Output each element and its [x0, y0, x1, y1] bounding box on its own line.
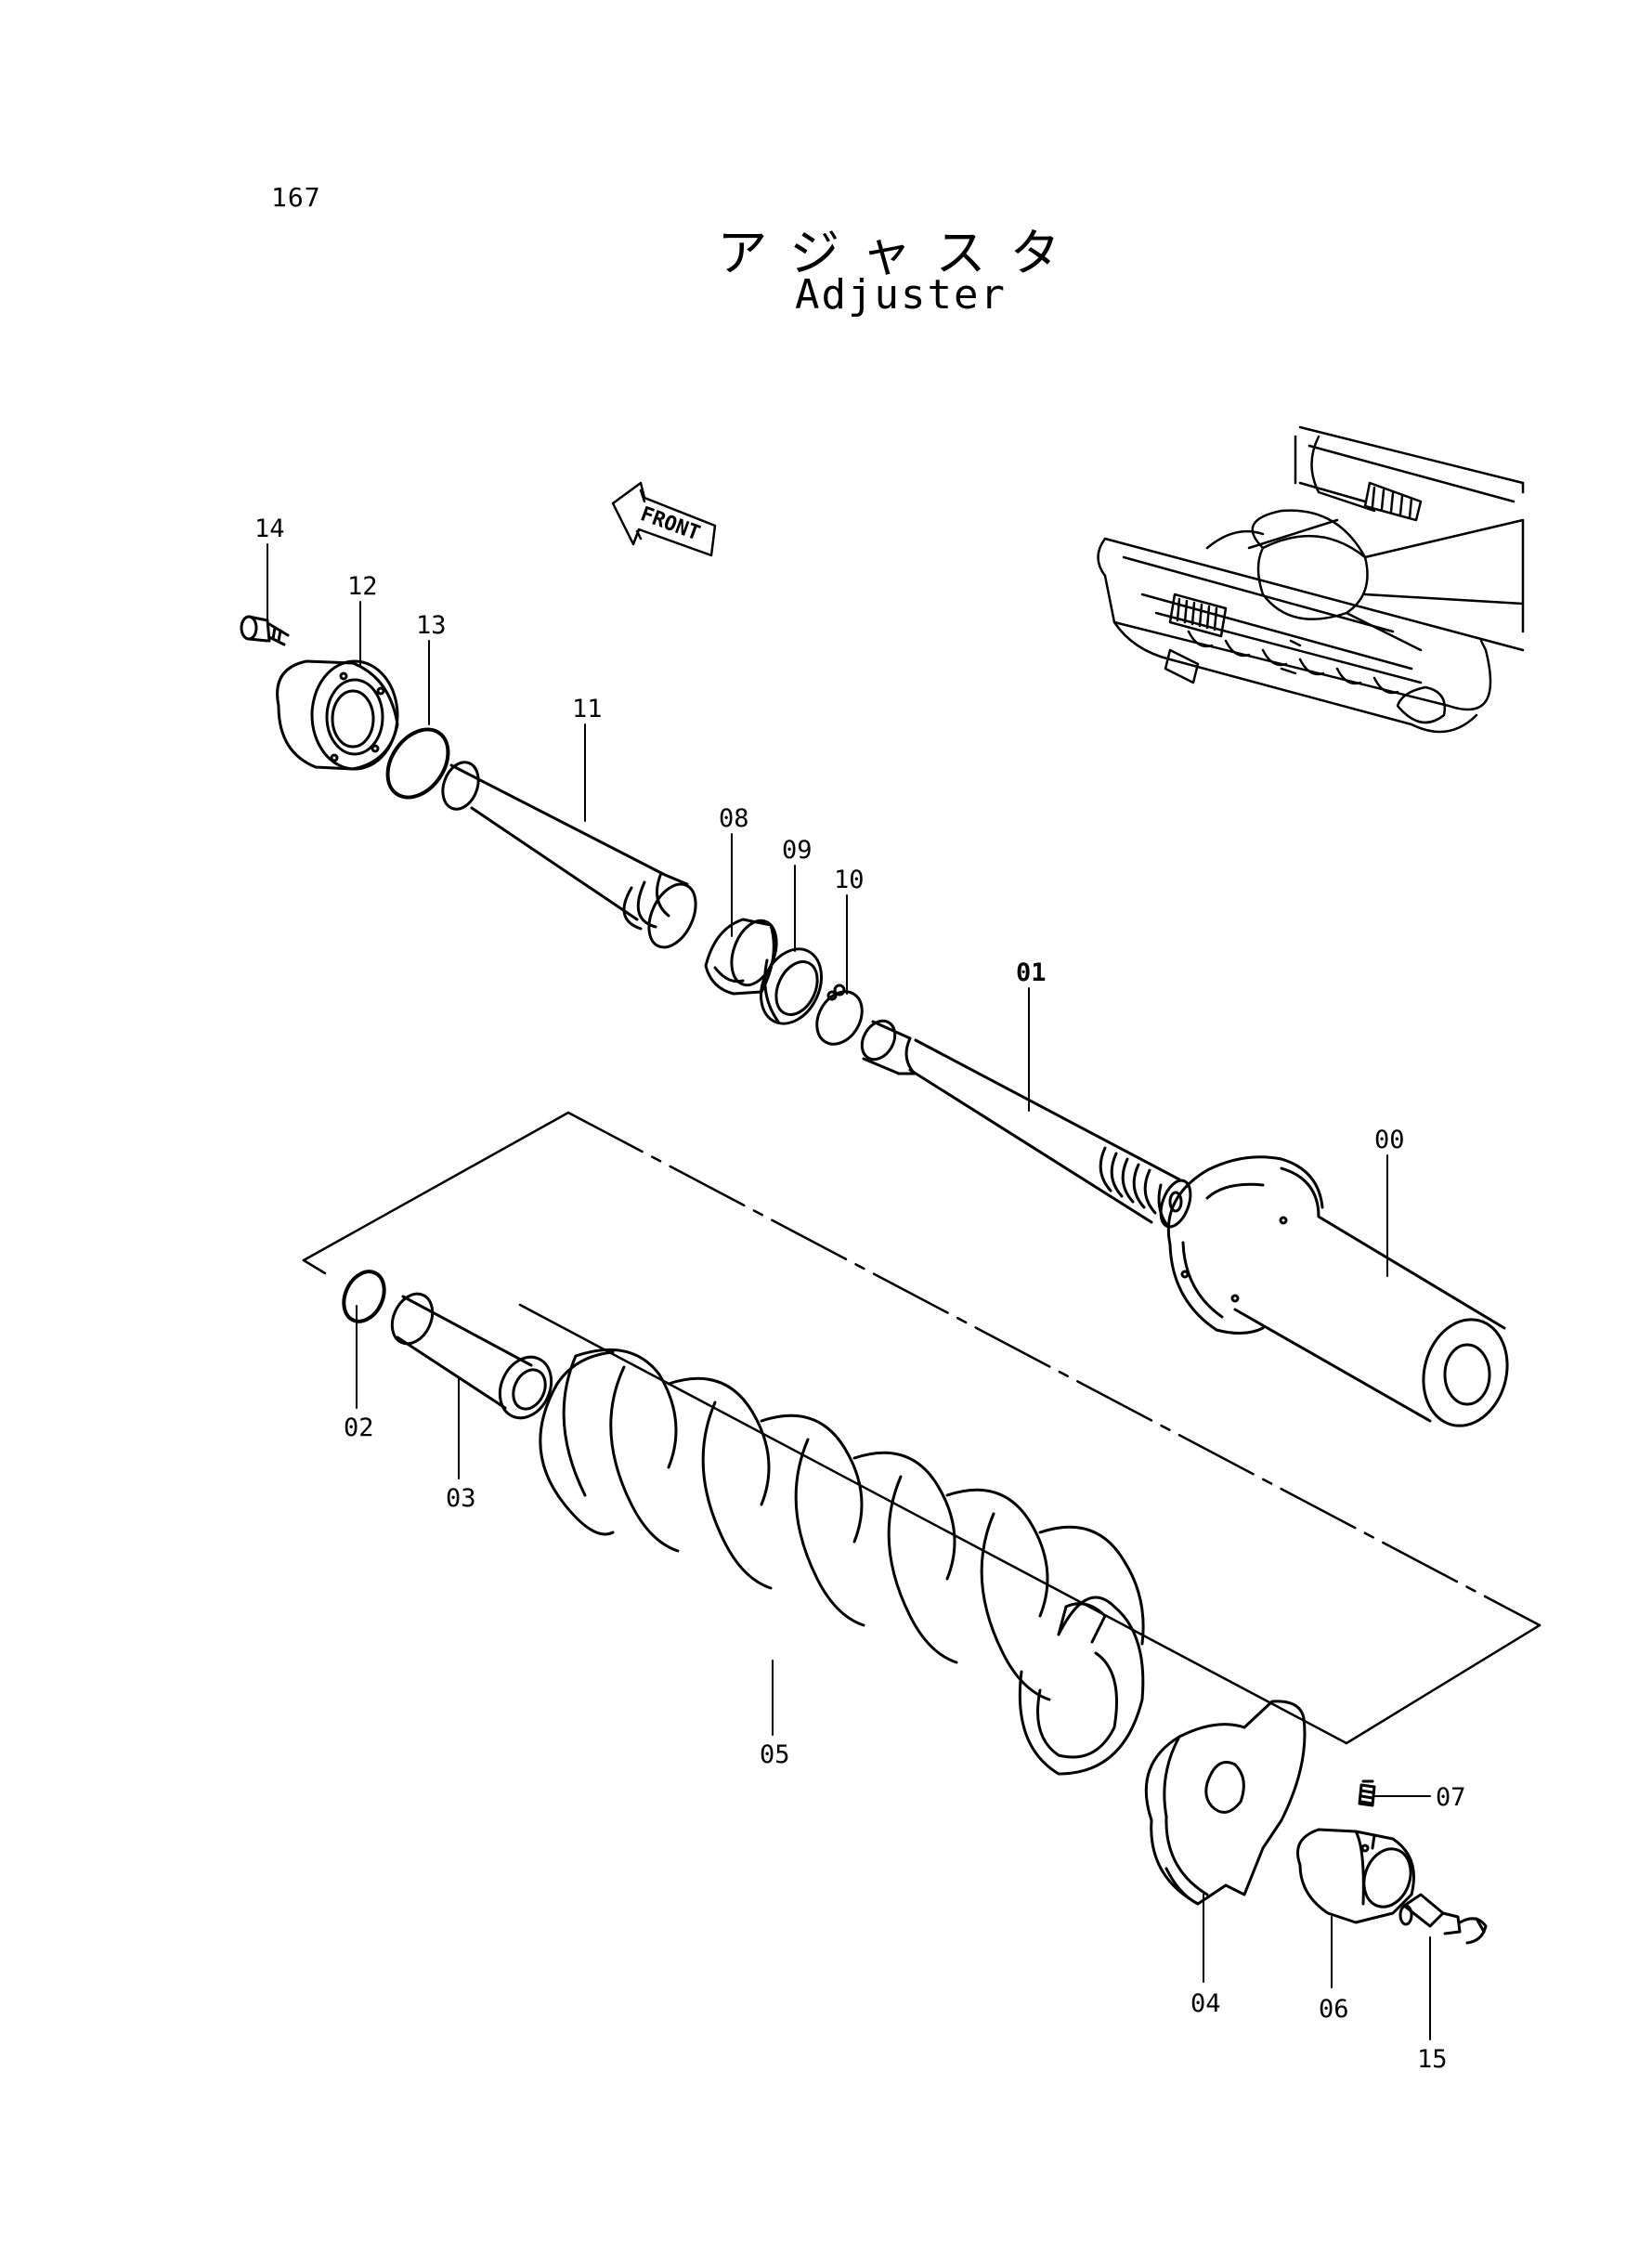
label-part-14: 14: [254, 515, 285, 543]
label-part-05: 05: [760, 1740, 790, 1769]
leader-lines: [267, 543, 1431, 2040]
page-number: 167: [271, 182, 321, 213]
part-06-nut: [1296, 1828, 1415, 1924]
part-14-bolt: [240, 615, 290, 646]
part-03-spacer: [390, 1292, 553, 1420]
part-12-flange: [276, 659, 399, 771]
label-part-01: 01: [1016, 958, 1047, 987]
part-00-cylinder-body: [1166, 1155, 1509, 1427]
label-part-02: 02: [344, 1414, 374, 1442]
part-02-o-ring: [342, 1270, 386, 1323]
label-part-10: 10: [834, 866, 865, 894]
label-part-15: 15: [1417, 2045, 1448, 2074]
title-japanese: アジャスタ: [717, 224, 1085, 282]
title-english: Adjuster: [795, 271, 1007, 319]
label-part-07: 07: [1436, 1783, 1466, 1812]
label-part-11: 11: [572, 695, 603, 723]
part-04-spring-seat: [1144, 1700, 1307, 1906]
part-08-ring: [704, 918, 778, 996]
label-part-13: 13: [416, 611, 447, 640]
part-13-o-ring: [385, 727, 450, 800]
assembly-outline: [302, 1111, 1541, 1745]
part-05-coil-spring: [539, 1348, 1145, 1776]
label-part-04: 04: [1190, 1989, 1221, 2018]
part-01-piston-rod: [860, 1019, 1192, 1229]
part-11-cylinder: [441, 761, 697, 949]
label-part-09: 09: [782, 836, 813, 865]
label-part-12: 12: [347, 572, 378, 601]
part-10-retaining-ring: [815, 984, 864, 1046]
part-07-grease-fitting: [1358, 1779, 1376, 1807]
part-number-labels: 14 12 13 11 08 09 10 01 00 02 03 05 07 0…: [254, 515, 1466, 2074]
label-part-06: 06: [1319, 1995, 1349, 2024]
label-part-00: 00: [1374, 1126, 1405, 1154]
part-09-seal: [760, 947, 823, 1025]
label-part-03: 03: [446, 1484, 476, 1513]
label-part-08: 08: [719, 804, 749, 833]
part-15-valve: [1398, 1893, 1488, 1945]
undercarriage-inset-illustration: [1097, 425, 1525, 734]
front-direction-arrow: [611, 481, 717, 557]
